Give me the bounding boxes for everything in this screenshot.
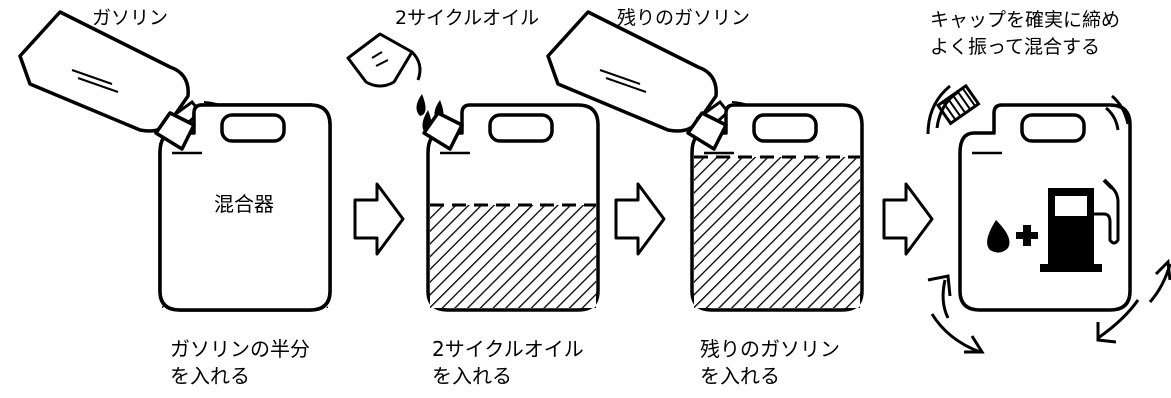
step1-caption-line1: ガソリンの半分 [170,337,310,361]
mixer-label: 混合器 [214,192,274,216]
plus-sign [1016,225,1038,246]
next-step-arrow-icon-1 [353,182,405,256]
step2-oil-cup [346,32,422,88]
step1-fuel-can [154,103,332,312]
step2-fuel-can [422,103,600,312]
step4-top-label-line2: よく振って混合する [930,35,1101,58]
step2-caption-line2: を入れる [432,364,512,388]
step1-top-label: ガソリン [92,7,169,29]
step3-caption-line1: 残りのガソリン [700,337,840,361]
step2-top-label: 2サイクルオイル [395,7,540,29]
step3-caption: 残りのガソリン を入れる [700,336,840,390]
step3-fuel-can [686,103,864,312]
step4-top-label: キャップを確実に締め よく振って混合する [930,7,1120,60]
step4-fuel-can [958,103,1132,312]
step2-caption-line1: 2サイクルオイル [432,337,584,361]
step3-top-label: 残りのガソリン [617,7,751,29]
shake-motion-icon [926,84,1171,354]
step2-caption: 2サイクルオイル を入れる [432,336,584,390]
step1-caption: ガソリンの半分 を入れる [170,336,310,390]
step4-top-label-line1: キャップを確実に締め [930,9,1121,31]
oil-drop-icon-large [987,220,1010,253]
step3-caption-line2: を入れる [700,364,780,388]
gas-pump-icon [1040,178,1120,272]
next-step-arrow-icon-3 [882,182,934,256]
step1-caption-line2: を入れる [170,364,250,388]
next-step-arrow-icon-2 [614,182,666,256]
